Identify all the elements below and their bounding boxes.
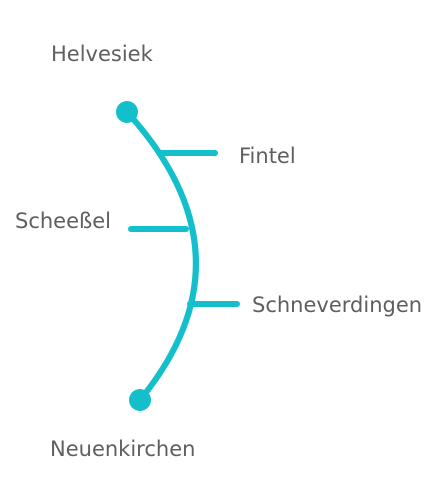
route-line: [124, 109, 199, 403]
stop-label-schneverdingen: Schneverdingen: [252, 293, 422, 317]
stop-label-scheessel: Scheeßel: [15, 209, 111, 233]
terminal-dot-end: [129, 389, 151, 411]
stop-label-fintel: Fintel: [239, 144, 296, 168]
start-stop-label: Helvesiek: [51, 42, 154, 66]
terminal-dot-start: [116, 101, 138, 123]
end-stop-label: Neuenkirchen: [50, 437, 195, 461]
